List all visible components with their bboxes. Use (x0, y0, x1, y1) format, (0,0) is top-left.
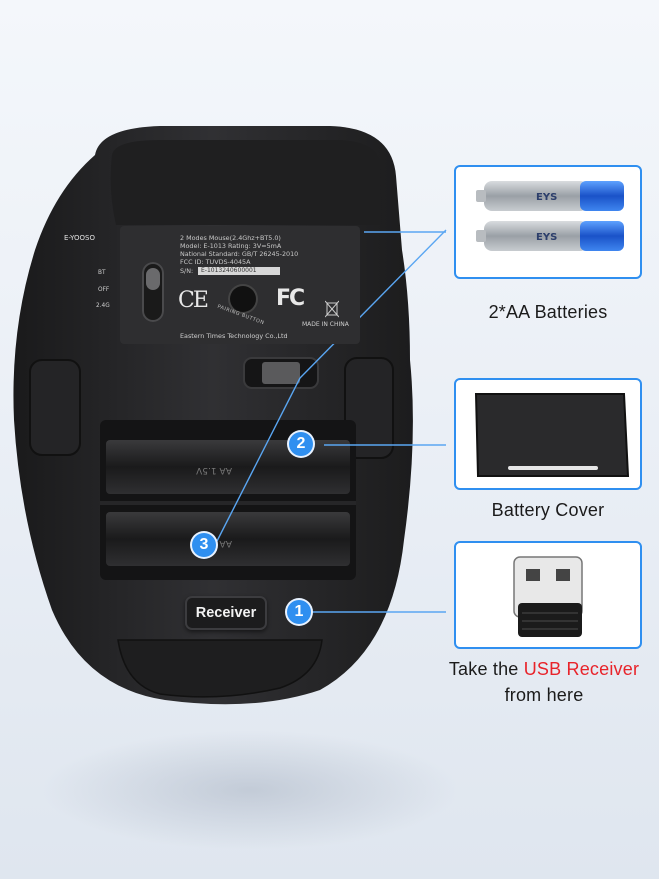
batteries-caption: 2*AA Batteries (488, 302, 608, 322)
usb-receiver-panel (454, 541, 642, 649)
battery-top (106, 440, 350, 494)
mode-switch-knob (146, 268, 160, 290)
sn-value: E-1013240600001 (198, 267, 280, 275)
sensor-window (243, 357, 319, 389)
label-line-1: 2 Modes Mouse(2.4Ghz+BT5.0) (180, 234, 281, 242)
mode-switch[interactable] (142, 262, 164, 322)
battery-cover-panel (454, 378, 642, 490)
pairing-button[interactable] (230, 286, 256, 312)
receiver-caption-suffix: from here (504, 685, 584, 705)
mouse-shadow (40, 730, 460, 850)
battery-1: EYS (476, 181, 624, 211)
battery-compartment (100, 420, 356, 580)
brand-logo: E-YOOSO (64, 234, 95, 242)
battery-cover-image (474, 393, 630, 477)
battery-1-brand: EYS (536, 192, 557, 203)
fcc-mark: FC (276, 286, 305, 311)
label-line-2: Model: E-1013 Rating: 3V=5mA (180, 242, 282, 250)
label-line-3: National Standard: GB/T 26245-2010 (180, 250, 299, 258)
weee-bin-icon (325, 300, 339, 318)
battery-bottom (106, 512, 350, 566)
battery-2-brand: EYS (536, 232, 557, 243)
bottom-skid-pad (117, 639, 323, 698)
made-in-china: MADE IN CHINA (302, 321, 349, 328)
switch-label-bt: BT (98, 270, 106, 276)
battery-top-text: AA 1.5V (195, 465, 232, 475)
callout-badge-1: 1 (287, 600, 311, 624)
aa-batteries-image: EYS EYS (476, 181, 624, 251)
switch-label-24g: 2.4G (96, 303, 110, 309)
left-skid-pad (29, 359, 81, 456)
callout-badge-2: 2 (289, 432, 313, 456)
callout-badge-3: 3 (192, 533, 216, 557)
switch-label-off: OFF (98, 287, 110, 293)
top-skid-pad (110, 140, 383, 225)
right-skid-pad (344, 357, 394, 459)
receiver-caption-prefix: Take the (448, 659, 524, 679)
sn-label: S/N: (180, 267, 194, 275)
receiver-caption: Take the USB Receiver from here (430, 656, 658, 708)
battery-2: EYS (476, 221, 624, 251)
battery-cover-caption: Battery Cover (491, 500, 605, 520)
receiver-caption-accent: USB Receiver (523, 659, 640, 679)
ce-mark: CE (178, 288, 209, 313)
receiver-slot[interactable]: Receiver (185, 596, 267, 630)
label-line-4: FCC ID: TUVDS-4045A (180, 258, 251, 266)
usb-receiver-image (513, 556, 583, 637)
batteries-panel: EYS EYS (454, 165, 642, 279)
company-name: Eastern Times Technology Co.,Ltd (180, 332, 288, 340)
